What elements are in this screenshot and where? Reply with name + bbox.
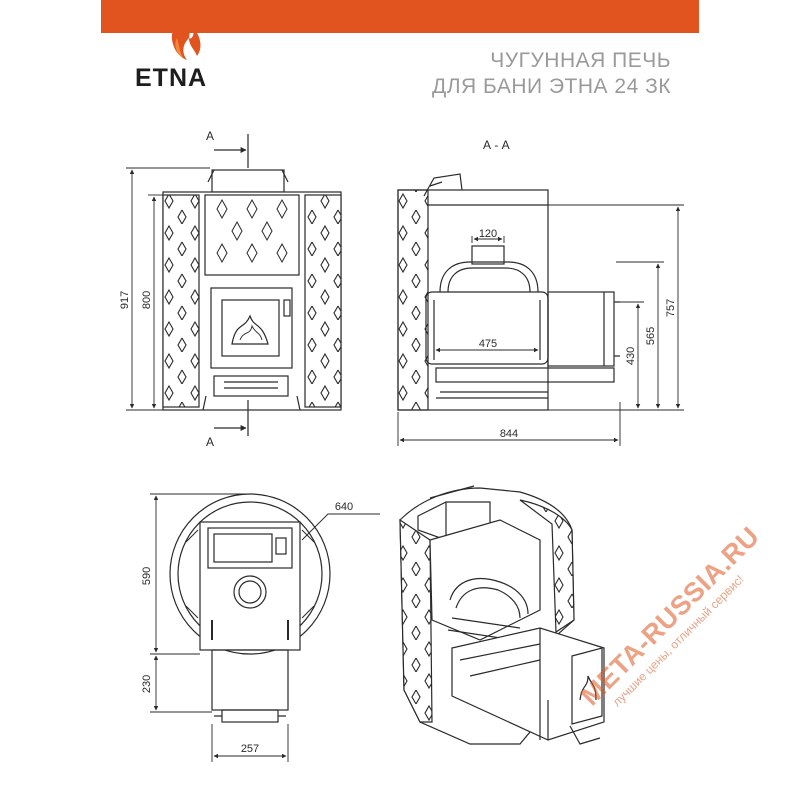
top-body <box>199 521 301 651</box>
front-stone-left <box>162 194 200 408</box>
section-mark-bottom: A <box>206 435 214 449</box>
section-ash-tray <box>435 367 615 383</box>
dim-height-757: 757 <box>665 299 677 317</box>
top-chimney-inner <box>238 580 262 604</box>
front-door-hinge <box>283 299 291 317</box>
section-firebox-arch <box>439 261 539 293</box>
top-view <box>169 493 331 723</box>
dim-height-body: 800 <box>141 291 153 309</box>
front-view <box>162 169 342 411</box>
dim-height-total: 917 <box>119 291 131 309</box>
section-firebox <box>425 291 549 365</box>
top-ash-handle <box>221 709 279 723</box>
section-chimney-pipe <box>471 245 505 265</box>
dim-height-430: 430 <box>625 347 637 365</box>
section-chimney-handle <box>423 173 463 197</box>
brand-logo: ETNA <box>135 8 235 98</box>
product-title: ЧУГУННАЯ ПЕЧЬ ДЛЯ БАНИ ЭТНА 24 ЗК <box>432 48 671 100</box>
section-dimension-lines <box>397 204 684 446</box>
dim-depth: 590 <box>141 567 153 585</box>
top-dimension-lines <box>150 493 380 762</box>
cutaway-door <box>571 647 603 725</box>
product-title-line-2: ДЛЯ БАНИ ЭТНА 24 ЗК <box>432 75 671 98</box>
front-door-flame <box>231 314 269 345</box>
cutaway-stone-right <box>519 499 575 634</box>
brand-name: ETNA <box>135 64 208 92</box>
section-view-label: А - А <box>483 138 510 152</box>
product-title-line-1: ЧУГУННАЯ ПЕЧЬ <box>490 49 671 72</box>
top-chimney-outer <box>233 575 267 609</box>
front-door-glass <box>221 299 280 357</box>
section-view <box>397 173 620 411</box>
dim-tunnel-length: 230 <box>141 675 153 693</box>
section-tunnel <box>547 291 615 367</box>
cutaway-view <box>399 485 605 745</box>
section-cut-markers <box>214 134 249 436</box>
top-tunnel <box>211 649 289 711</box>
section-mark-top: A <box>206 129 214 143</box>
dim-firebox: 475 <box>479 338 497 350</box>
cutaway-stone-left <box>399 518 433 723</box>
front-star-pattern <box>216 198 288 264</box>
dim-total-width: 844 <box>500 428 518 440</box>
front-stone-right <box>304 194 342 408</box>
dim-tunnel-width: 257 <box>241 743 259 755</box>
section-stone-wall <box>397 189 429 411</box>
dim-height-565: 565 <box>645 327 657 345</box>
dim-chimney: 120 <box>479 228 497 240</box>
front-ash-box <box>213 375 289 397</box>
top-door <box>207 527 293 569</box>
cutaway-firebox <box>429 519 541 641</box>
header-accent-bar <box>101 0 699 33</box>
flame-icon <box>171 10 201 60</box>
dim-diameter: 640 <box>335 501 353 513</box>
front-dimension-lines <box>126 167 210 411</box>
